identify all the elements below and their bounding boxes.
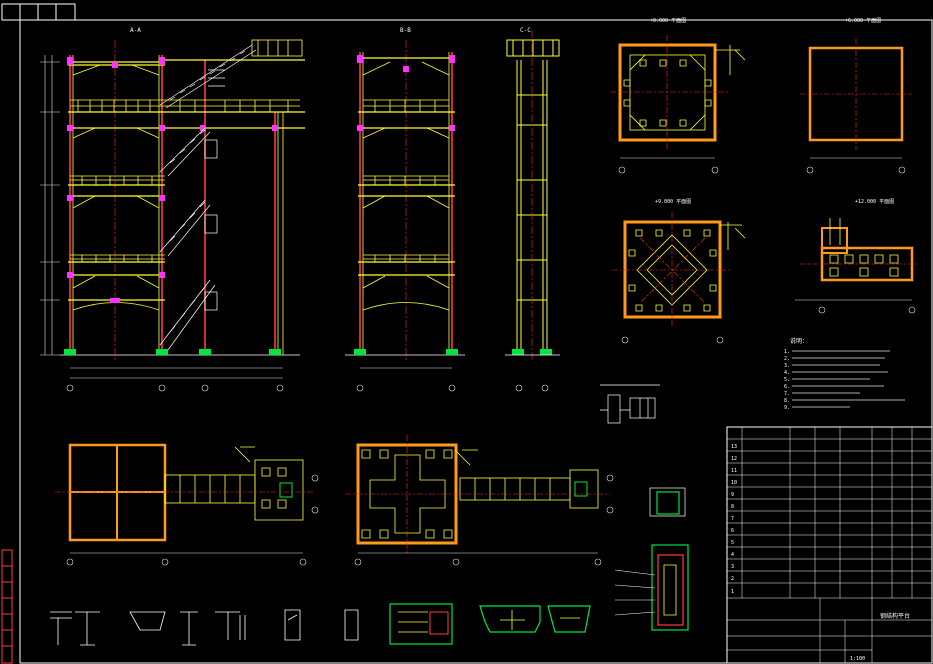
elevation-a-view: A-A bbox=[40, 27, 305, 392]
elevation-c-view: C-C bbox=[505, 27, 560, 392]
material-row-number: 2 bbox=[731, 576, 734, 582]
note-number: 9. bbox=[784, 405, 790, 411]
note-number: 4. bbox=[784, 370, 790, 376]
plan-1-view: +0.000 平面图 bbox=[610, 18, 746, 174]
general-notes: 说明： 1. 2. 3. 4. 5. 6. 7. 8. 9. bbox=[784, 337, 905, 411]
section-detail-green-1 bbox=[389, 603, 453, 645]
plan-4-view: +12.000 平面图 bbox=[795, 199, 918, 314]
lower-plan-right bbox=[345, 435, 614, 566]
drawing-scale: 1:100 bbox=[850, 656, 865, 662]
view-title-plan-1: +0.000 平面图 bbox=[650, 18, 686, 24]
material-row-number: 9 bbox=[731, 492, 734, 498]
plan-2-view: +6.000 平面图 bbox=[800, 18, 912, 174]
view-title-plan-2: +6.000 平面图 bbox=[845, 18, 881, 24]
material-row-number: 11 bbox=[731, 468, 737, 474]
note-number: 2. bbox=[784, 356, 790, 362]
note-number: 7. bbox=[784, 391, 790, 397]
view-title-plan-3: +9.000 平面图 bbox=[655, 199, 691, 205]
material-row-number: 1 bbox=[731, 589, 734, 595]
connection-detail-small bbox=[600, 384, 660, 424]
note-number: 6. bbox=[784, 384, 790, 390]
view-title-a: A-A bbox=[130, 27, 141, 34]
level-dimension-line bbox=[40, 55, 60, 356]
note-number: 3. bbox=[784, 363, 790, 369]
note-number: 8. bbox=[784, 398, 790, 404]
section-details-row bbox=[50, 609, 359, 646]
drawing-name: 钢结构平台 bbox=[880, 612, 910, 620]
view-title-b: B-B bbox=[400, 27, 411, 34]
material-row-number: 8 bbox=[731, 504, 734, 510]
axis-circle-marker bbox=[66, 384, 74, 392]
note-number: 1. bbox=[784, 349, 790, 355]
lower-plan-left bbox=[55, 443, 319, 566]
note-number: 5. bbox=[784, 377, 790, 383]
material-row-number: 12 bbox=[731, 456, 737, 462]
material-row-number: 4 bbox=[731, 552, 734, 558]
column-base-detail bbox=[614, 487, 689, 631]
plan-3-view: +9.000 平面图 bbox=[612, 199, 746, 344]
material-row-number: 10 bbox=[731, 480, 737, 486]
material-row-number: 13 bbox=[731, 444, 737, 450]
drawing-frame bbox=[1, 3, 933, 664]
binding-margin bbox=[1, 549, 13, 664]
view-title-c: C-C bbox=[520, 27, 531, 34]
view-title-plan-4: +12.000 平面图 bbox=[855, 199, 894, 205]
notes-heading: 说明： bbox=[790, 337, 808, 345]
drawing-title-block-table: 13 12 11 10 9 8 7 6 5 4 3 2 1 钢结构平台 1:10… bbox=[726, 426, 933, 664]
elevation-b-view: B-B bbox=[345, 27, 465, 392]
material-row-number: 6 bbox=[731, 528, 734, 534]
section-detail-green-2 bbox=[479, 605, 591, 633]
material-row-number: 3 bbox=[731, 564, 734, 570]
material-row-number: 5 bbox=[731, 540, 734, 546]
material-row-number: 7 bbox=[731, 516, 734, 522]
